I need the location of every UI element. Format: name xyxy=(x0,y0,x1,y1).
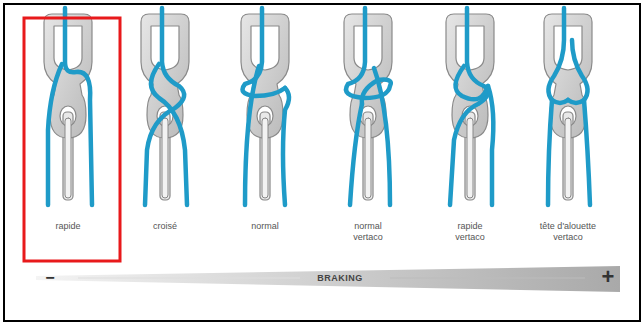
minus-sign: − xyxy=(38,268,62,287)
mode-label: tête d'alouette vertaco xyxy=(530,221,606,243)
outer-frame xyxy=(4,4,640,321)
mode-label: normal vertaco xyxy=(340,221,396,243)
highlight-frame xyxy=(24,18,120,261)
plus-sign: + xyxy=(596,264,620,290)
mode-label: croisé xyxy=(130,221,200,232)
mode-label: rapide vertaco xyxy=(442,221,498,243)
braking-bar xyxy=(36,266,620,292)
mode-label: normal xyxy=(230,221,300,232)
axis-label: BRAKING xyxy=(295,273,385,284)
mode-label: rapide xyxy=(33,221,103,232)
